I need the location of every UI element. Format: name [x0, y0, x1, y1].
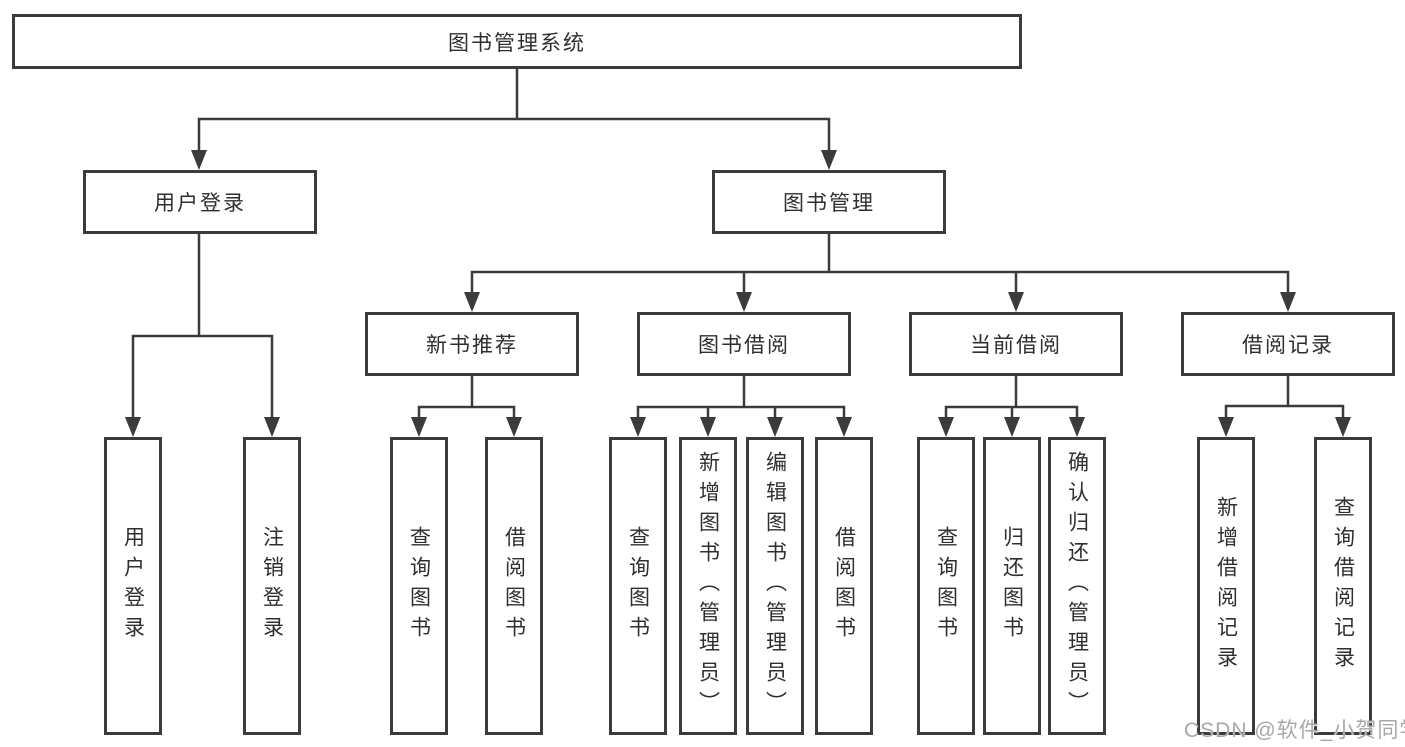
node-book-management: 图书管理	[712, 170, 946, 234]
leaf-borrow-books-newbook: 借阅图书	[485, 437, 543, 735]
leaf-label: 借阅图书	[502, 526, 526, 646]
leaf-edit-books-admin: 编辑图书（管理员）	[746, 437, 804, 735]
leaf-label: 新增借阅记录	[1214, 496, 1238, 676]
leaf-logout: 注销登录	[243, 437, 301, 735]
leaf-label: 新增图书（管理员）	[696, 451, 720, 721]
leaf-query-books-current: 查询图书	[917, 437, 975, 735]
node-new-book-recommendation: 新书推荐	[365, 312, 579, 376]
leaf-return-books: 归还图书	[983, 437, 1041, 735]
leaf-label: 查询图书	[407, 526, 431, 646]
leaf-label: 查询借阅记录	[1331, 496, 1355, 676]
leaf-label: 归还图书	[1000, 526, 1024, 646]
leaf-label: 注销登录	[260, 526, 284, 646]
leaf-add-books-admin: 新增图书（管理员）	[679, 437, 737, 735]
leaf-label: 用户登录	[121, 526, 145, 646]
leaf-borrow-books: 借阅图书	[815, 437, 873, 735]
node-current-borrowing: 当前借阅	[909, 312, 1123, 376]
node-library-management-system: 图书管理系统	[12, 14, 1022, 69]
leaf-user-login: 用户登录	[104, 437, 162, 735]
leaf-add-borrow-record: 新增借阅记录	[1197, 437, 1255, 735]
node-user-login: 用户登录	[83, 170, 317, 234]
leaf-label: 借阅图书	[832, 526, 856, 646]
leaf-label: 查询图书	[626, 526, 650, 646]
leaf-label: 确认归还（管理员）	[1065, 451, 1089, 721]
csdn-watermark: CSDN @软件_小贺同学	[1184, 719, 1405, 742]
leaf-query-books-borrow: 查询图书	[609, 437, 667, 735]
node-book-borrowing: 图书借阅	[637, 312, 851, 376]
node-borrowing-records: 借阅记录	[1181, 312, 1395, 376]
leaf-query-borrow-record: 查询借阅记录	[1314, 437, 1372, 735]
leaf-confirm-return-admin: 确认归还（管理员）	[1048, 437, 1106, 735]
arrowheads	[125, 150, 1351, 437]
leaf-label: 编辑图书（管理员）	[763, 451, 787, 721]
leaf-query-books-newbook: 查询图书	[390, 437, 448, 735]
leaf-label: 查询图书	[934, 526, 958, 646]
